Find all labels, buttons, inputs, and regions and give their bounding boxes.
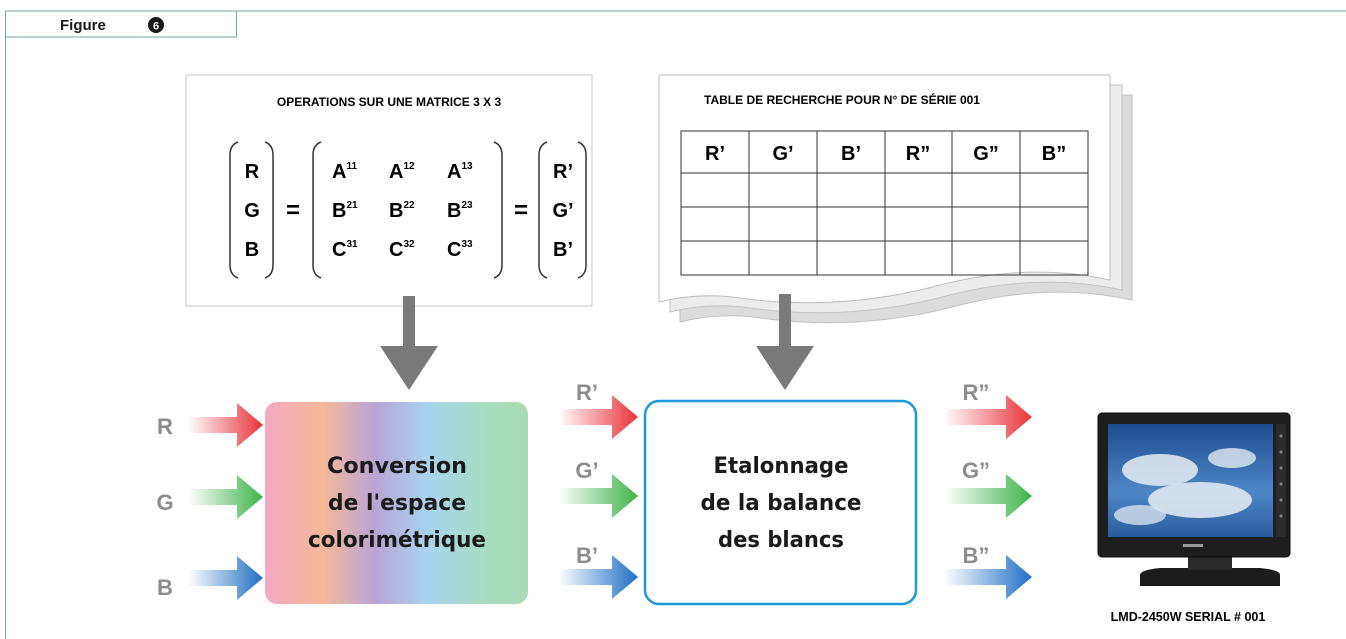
input-r: R xyxy=(245,161,260,183)
svg-text:de l'espace: de l'espace xyxy=(328,491,466,516)
arrow-out-green xyxy=(944,474,1032,518)
cell-a13: A13 xyxy=(447,161,473,183)
arrow-out-blue xyxy=(944,555,1032,599)
cell-b22: B22 xyxy=(389,200,415,222)
cell-c31: C31 xyxy=(332,239,358,261)
svg-text:6: 6 xyxy=(153,21,159,33)
cell-b21: B21 xyxy=(332,200,358,222)
header-r-double-prime: R” xyxy=(906,143,930,165)
figure-frame xyxy=(5,10,1346,639)
mid-label-r-prime: R’ xyxy=(576,380,598,405)
conversion-label: Conversion de l'espace colorimétrique xyxy=(308,454,486,553)
header-b-double-prime: B” xyxy=(1042,143,1066,165)
calibration-label: Etalonnage de la balance des blancs xyxy=(701,454,862,553)
output-b-prime: B’ xyxy=(553,239,573,261)
arrow-in-green xyxy=(188,475,263,519)
input-label-g: G xyxy=(156,490,173,515)
lookup-panel-title: TABLE DE RECHERCHE POUR N° DE SÉRIE 001 xyxy=(704,92,980,107)
input-g: G xyxy=(244,200,260,222)
monitor-logo xyxy=(1183,544,1203,547)
equals-sign-2: = xyxy=(514,197,528,224)
header-b-prime: B’ xyxy=(841,143,861,165)
cloud-1 xyxy=(1122,454,1198,486)
cloud-2 xyxy=(1148,482,1252,518)
arrow-out-red xyxy=(944,395,1032,439)
output-vector xyxy=(538,141,587,279)
svg-text:colorimétrique: colorimétrique xyxy=(308,528,486,553)
output-label-r-double-prime: R” xyxy=(963,380,990,405)
output-label-g-double-prime: G” xyxy=(962,458,990,483)
output-r-prime: R’ xyxy=(553,161,573,183)
cell-b23: B23 xyxy=(447,200,473,222)
matrix-panel: OPERATIONS SUR UNE MATRICE 3 X 3 R G B =… xyxy=(185,74,593,307)
cell-c32: C32 xyxy=(389,239,415,261)
svg-text:Etalonnage: Etalonnage xyxy=(714,454,849,479)
header-r-prime: R’ xyxy=(705,143,725,165)
input-label-b: B xyxy=(157,575,173,600)
cell-c33: C33 xyxy=(447,239,473,261)
white-balance-calibration-box xyxy=(643,399,918,606)
lookup-headers: R’ G’ B’ R” G” B” xyxy=(705,143,1066,165)
mid-label-b-prime: B’ xyxy=(576,543,598,568)
arrow-mid-red xyxy=(558,395,638,439)
header-g-double-prime: G” xyxy=(973,143,999,165)
svg-text:Figure: Figure xyxy=(60,17,106,34)
output-g-prime: G’ xyxy=(552,200,573,222)
arrow-mid-blue xyxy=(558,555,638,599)
cloud-3 xyxy=(1208,448,1256,468)
input-b: B xyxy=(245,239,259,261)
monitor-side-controls xyxy=(1276,424,1286,537)
header-g-prime: G’ xyxy=(772,143,793,165)
monitor-caption: LMD-2450W SERIAL # 001 xyxy=(1111,610,1266,624)
lookup-table xyxy=(680,130,1089,276)
cloud-4 xyxy=(1114,505,1166,525)
svg-text:Conversion: Conversion xyxy=(327,454,467,479)
arrow-in-red xyxy=(188,403,263,447)
down-arrow-lookup xyxy=(756,294,814,390)
monitor-stand-base xyxy=(1140,568,1280,586)
input-label-r: R xyxy=(157,414,173,439)
lookup-panel: TABLE DE RECHERCHE POUR N° DE SÉRIE 001 … xyxy=(658,74,1133,324)
cell-a11: A11 xyxy=(332,161,357,183)
arrow-in-blue xyxy=(188,556,263,600)
output-label-b-double-prime: B” xyxy=(963,543,990,568)
figure-number-badge xyxy=(148,17,164,33)
equals-sign-1: = xyxy=(286,197,300,224)
coefficient-matrix xyxy=(312,141,503,279)
matrix-panel-title: OPERATIONS SUR UNE MATRICE 3 X 3 xyxy=(277,95,502,109)
mid-label-g-prime: G’ xyxy=(575,458,598,483)
color-space-conversion-box xyxy=(265,402,528,604)
input-vector xyxy=(229,141,274,279)
arrow-mid-green xyxy=(558,474,638,518)
svg-text:de la balance: de la balance xyxy=(701,491,862,516)
cell-a12: A12 xyxy=(389,161,415,183)
down-arrow-matrix xyxy=(380,296,438,390)
figure-label: Figure 6 xyxy=(60,17,164,34)
svg-text:des blancs: des blancs xyxy=(718,528,844,553)
monitor-illustration xyxy=(1097,412,1291,586)
matrix-cells: A11 A12 A13 B21 B22 B23 C31 C32 C33 xyxy=(332,161,473,261)
